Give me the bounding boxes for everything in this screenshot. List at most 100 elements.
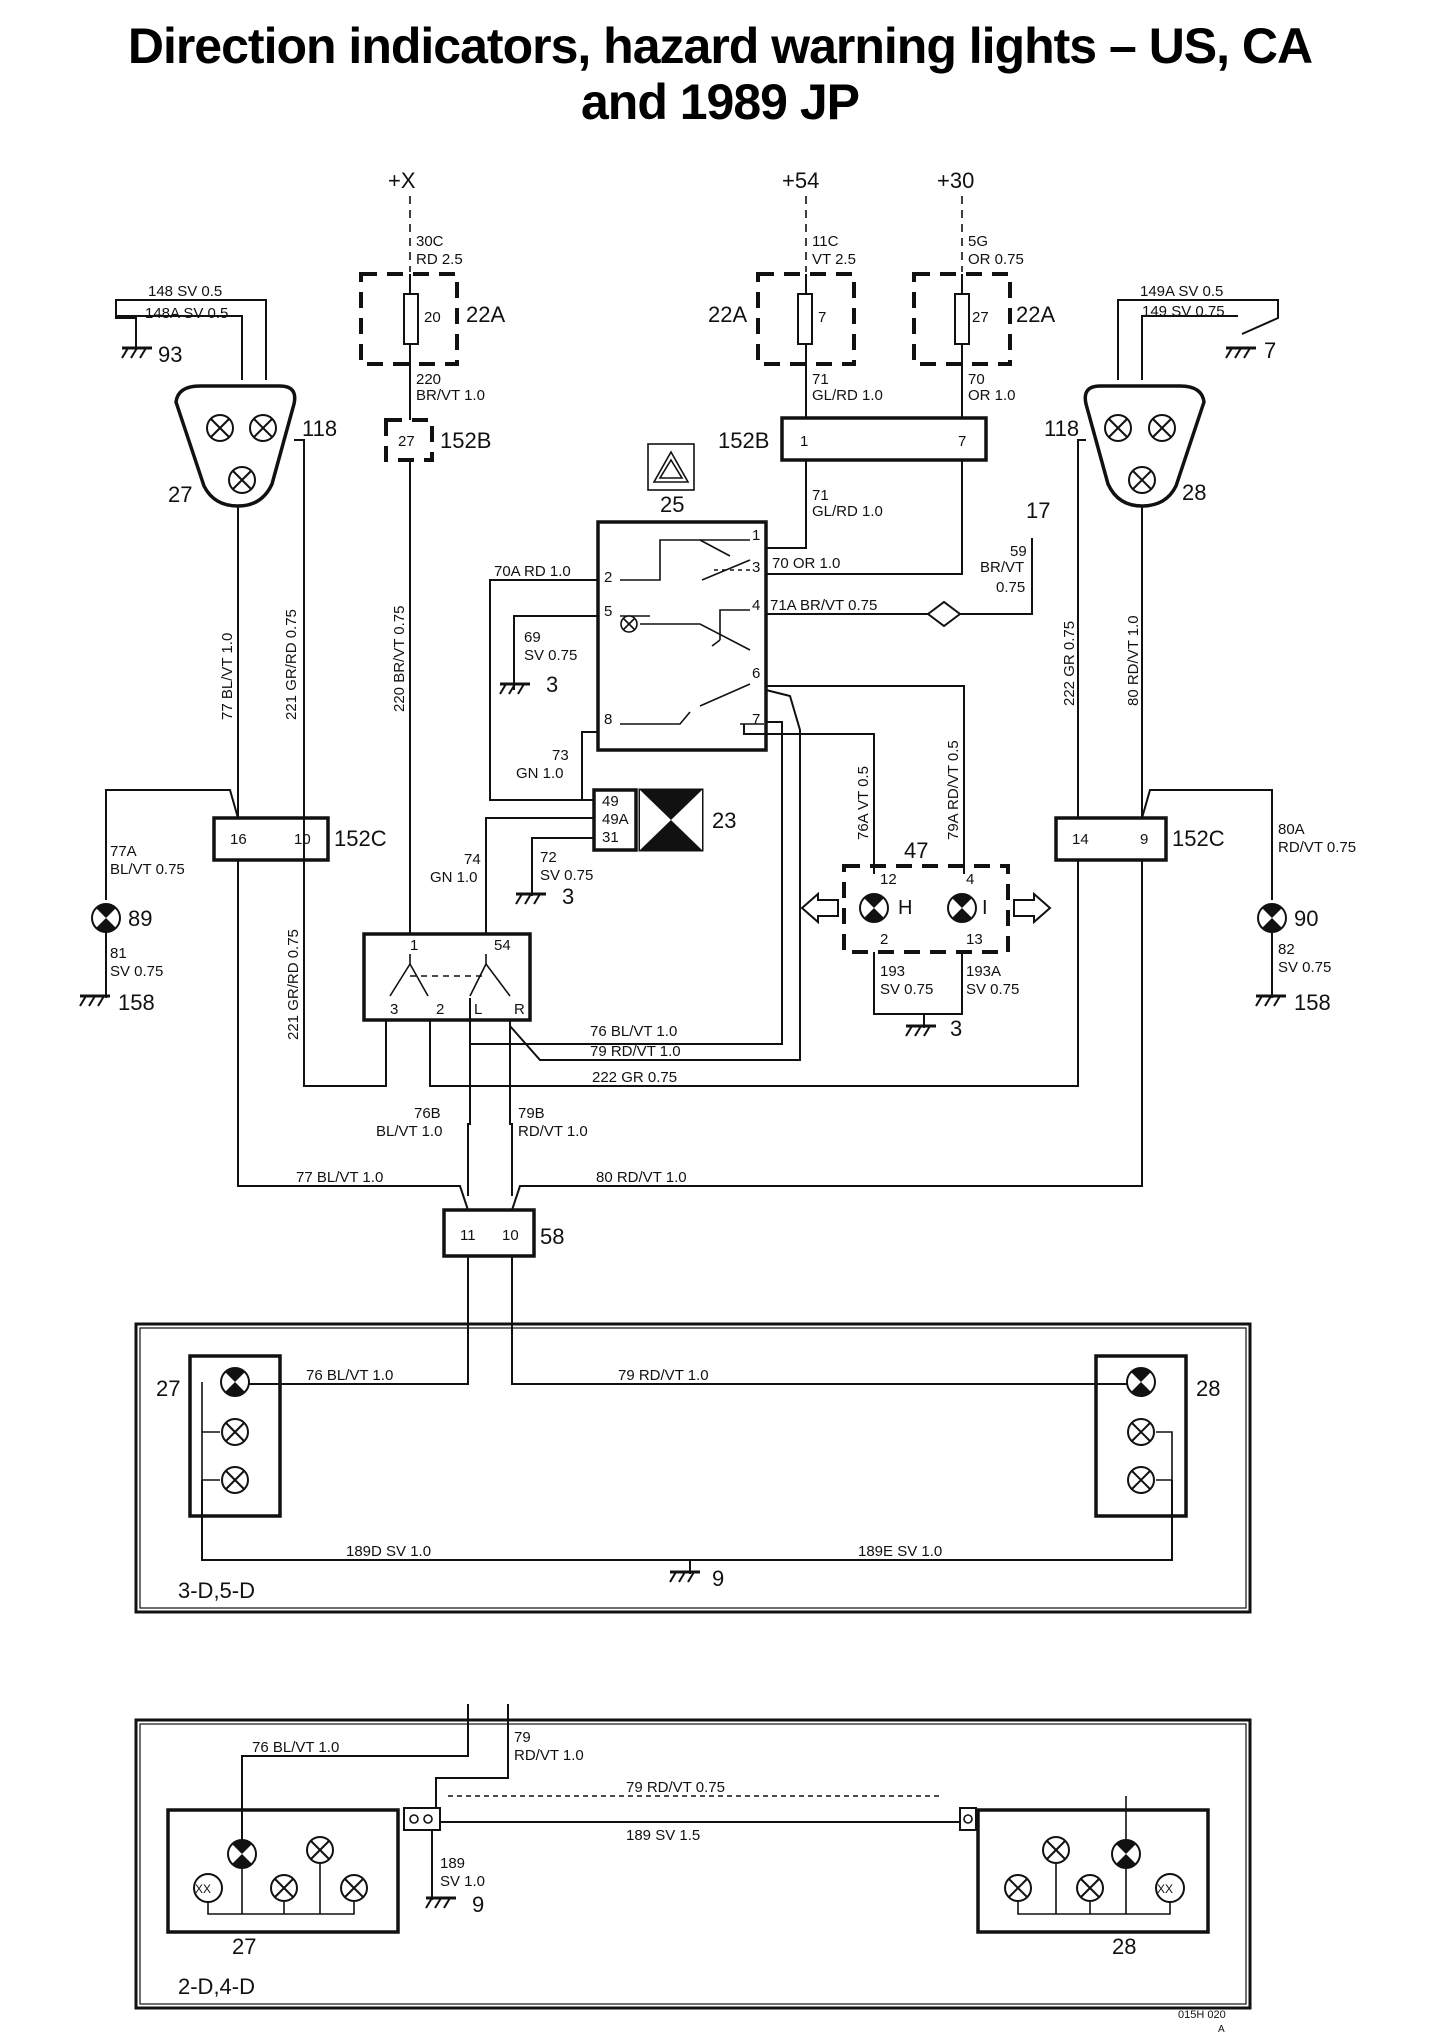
pin-12-label: 12 xyxy=(880,871,897,888)
supply-x-label: +X xyxy=(388,168,416,193)
pin-31-label: 31 xyxy=(602,829,619,846)
diode-17-label: 17 xyxy=(1026,498,1050,523)
wire-71-spec: GL/RD 1.0 xyxy=(812,387,883,404)
wire-30c-label: 30C xyxy=(416,233,444,250)
wire-82-spec: SV 0.75 xyxy=(1278,959,1331,976)
wire-222-label: 222 GR 0.75 xyxy=(1061,621,1078,706)
pin-14-label: 14 xyxy=(1072,831,1089,848)
fuse-7-label: 7 xyxy=(818,309,826,326)
wire-76-label: 76 BL/VT 1.0 xyxy=(590,1023,677,1040)
connector-152b-left-label: 152B xyxy=(440,428,491,453)
supply-54-label: +54 xyxy=(782,168,819,193)
svg-text:XX: XX xyxy=(1157,1882,1173,1896)
connector-152c-left: 16 10 152C xyxy=(212,816,387,862)
wire-70-or-label: 70 OR 1.0 xyxy=(772,555,840,572)
rear-lamp-28-2d: 28 xyxy=(959,1796,1210,1959)
pin-1-24-label: 1 xyxy=(410,937,418,954)
wire-73-label: 73 xyxy=(552,747,569,764)
variant-2d-4d-label: 2-D,4-D xyxy=(178,1974,255,1999)
wire-5g-spec: OR 0.75 xyxy=(968,251,1024,268)
wire-76b-label: 76B xyxy=(414,1105,441,1122)
connector-152b-right: 1 7 152B xyxy=(718,416,988,462)
front-lamp-27-label: 27 xyxy=(168,482,192,507)
wire-79-2d-spec: RD/VT 1.0 xyxy=(514,1747,584,1764)
ground-7-top: 7 xyxy=(1224,338,1276,363)
connector-58: 11 10 58 xyxy=(442,1208,564,1258)
pin-9-label: 9 xyxy=(1140,831,1148,848)
wire-5g-label: 5G xyxy=(968,233,988,250)
indicator-switch-24: 1 54 3 2 L R xyxy=(362,932,532,1022)
supply-30-label: +30 xyxy=(937,168,974,193)
ground-9-2d-label: 9 xyxy=(472,1892,484,1917)
ground-93: 93 xyxy=(120,342,182,367)
lamp-118-left-label: 118 xyxy=(302,416,337,441)
hazard-icon xyxy=(647,443,695,491)
rear-lamp-27-2d-label: 27 xyxy=(232,1934,256,1959)
wire-70-spec: OR 1.0 xyxy=(968,387,1016,404)
ground-93-label: 93 xyxy=(158,342,182,367)
wire-77a-spec: BL/VT 0.75 xyxy=(110,861,185,878)
fuse-20-label: 20 xyxy=(424,309,441,326)
wire-221-lower-label: 221 GR/RD 0.75 xyxy=(285,929,302,1040)
pin-1-label: 1 xyxy=(800,433,808,450)
wire-193-label: 193 xyxy=(880,963,905,980)
wire-80a-spec: RD/VT 0.75 xyxy=(1278,839,1356,856)
diagram-code: 015H 020 xyxy=(1178,2009,1226,2021)
ground-3-indicator-label: 3 xyxy=(950,1016,962,1041)
wire-76b-spec: BL/VT 1.0 xyxy=(376,1123,442,1140)
rear-lamp-28-label: 28 xyxy=(1196,1376,1220,1401)
relay-23-label: 23 xyxy=(712,808,736,833)
variant-3d-5d-label: 3-D,5-D xyxy=(178,1578,255,1603)
pin-r-label: R xyxy=(514,1001,525,1018)
title-line-1: Direction indicators, hazard warning lig… xyxy=(127,18,1313,74)
pin-1-25-label: 1 xyxy=(752,527,760,544)
wire-79a-label: 79A RD/VT 0.5 xyxy=(945,740,962,840)
fuse-22a-left-label: 22A xyxy=(466,302,505,327)
rear-lamp-27: 27 xyxy=(156,1354,282,1518)
pin-11-label: 11 xyxy=(460,1227,476,1244)
supply-54: +54 xyxy=(782,168,819,272)
wire-221-label: 221 GR/RD 0.75 xyxy=(283,609,300,720)
fuse-22a-right-label: 22A xyxy=(1016,302,1055,327)
pin-2-24-label: 2 xyxy=(436,1001,444,1018)
pin-2-label: 2 xyxy=(604,569,612,586)
relay-23: 49 49A 31 23 xyxy=(592,788,736,852)
rear-lamp-27-2d: 11 27 xyxy=(166,1807,441,1959)
hazard-switch-25-label: 25 xyxy=(660,492,684,517)
wire-72-label: 72 xyxy=(540,849,557,866)
wire-79-label: 79 RD/VT 1.0 xyxy=(590,1043,681,1060)
fuse-box-mid: 7 22A xyxy=(708,272,856,366)
wire-220-spec: BR/VT 1.0 xyxy=(416,387,485,404)
wire-79b-label: 79B xyxy=(518,1105,545,1122)
ground-158-right-label: 158 xyxy=(1294,990,1331,1015)
wire-74-label: 74 xyxy=(464,851,481,868)
pin-27-label: 27 xyxy=(398,433,415,450)
pin-5-label: 5 xyxy=(604,603,612,620)
wire-189d-label: 189D SV 1.0 xyxy=(346,1543,431,1560)
wire-69-label: 69 xyxy=(524,629,541,646)
pin-10-left-label: 10 xyxy=(294,831,311,848)
wire-70a-label: 70A RD 1.0 xyxy=(494,563,571,580)
indicator-h-label: H xyxy=(898,897,912,919)
pin-49a-label: 49A xyxy=(602,811,629,828)
connector-152c-right: 14 9 152C xyxy=(1054,816,1225,862)
wire-71-right-spec: GL/RD 1.0 xyxy=(812,503,883,520)
wire-79b-spec: RD/VT 1.0 xyxy=(518,1123,588,1140)
wire-30c-spec: RD 2.5 xyxy=(416,251,463,268)
wire-59-spec: BR/VT xyxy=(980,559,1024,576)
front-lamp-right: 118 28 xyxy=(1044,384,1206,508)
rear-lamp-27-label: 27 xyxy=(156,1376,180,1401)
pin-3-24-label: 3 xyxy=(390,1001,398,1018)
rear-lamp-28: 28 xyxy=(1094,1354,1220,1518)
wire-80a-label: 80A xyxy=(1278,821,1305,838)
side-indicator-90-label: 90 xyxy=(1294,906,1318,931)
wire-222-lower-label: 222 GR 0.75 xyxy=(592,1069,677,1086)
wire-77-lower-label: 77 BL/VT 1.0 xyxy=(296,1169,383,1186)
supply-x: +X xyxy=(388,168,416,272)
pin-7-label: 7 xyxy=(958,433,966,450)
supply-30: +30 xyxy=(937,168,974,272)
pin-16-label: 16 xyxy=(230,831,247,848)
wire-72-spec: SV 0.75 xyxy=(540,867,593,884)
pin-6-label: 6 xyxy=(752,665,760,682)
connector-58-label: 58 xyxy=(540,1224,564,1249)
